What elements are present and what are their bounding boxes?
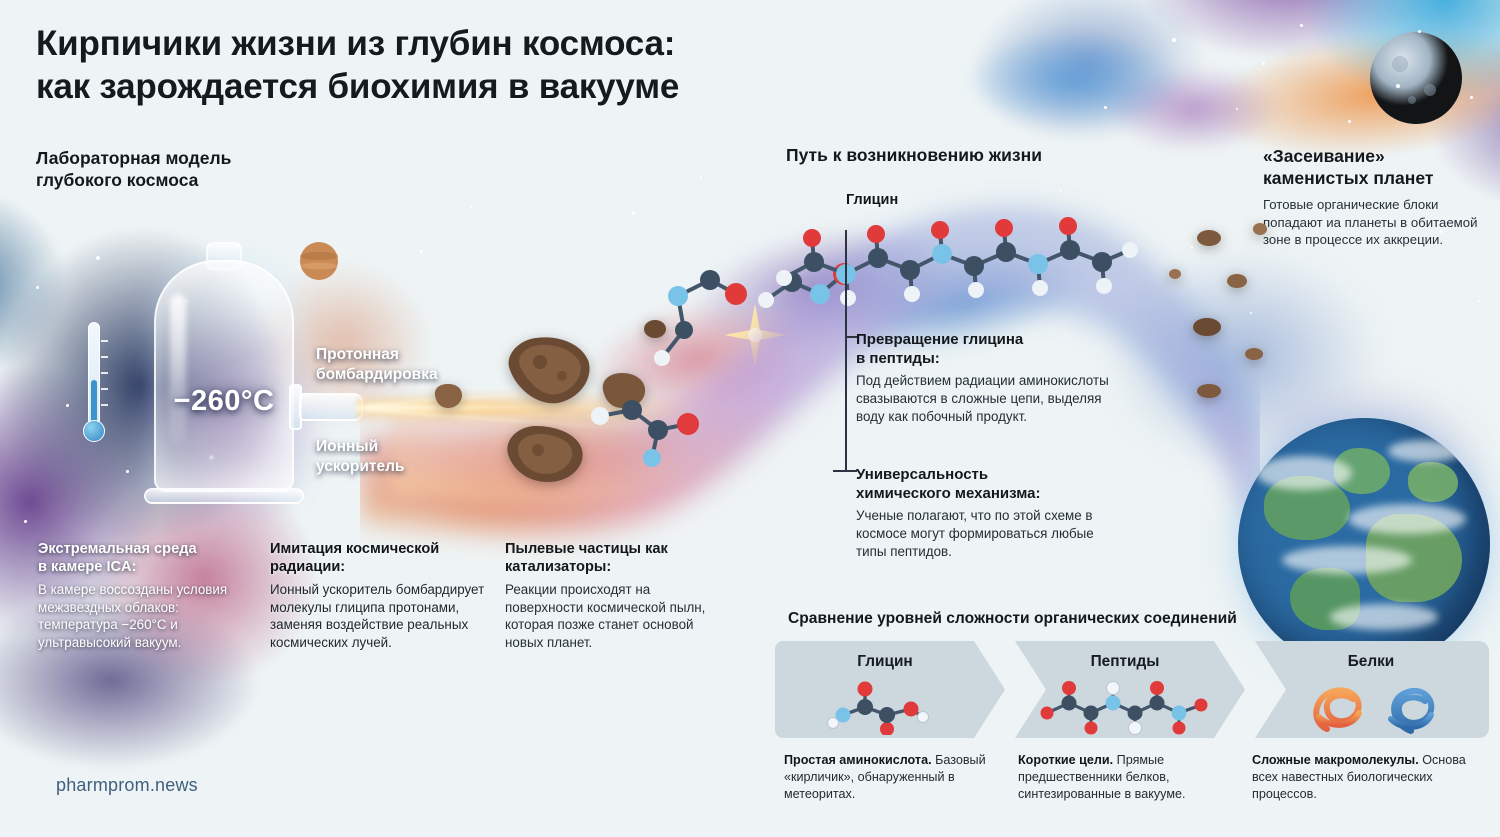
earth-planet-icon (1238, 418, 1490, 670)
glycine-molecule-icon (654, 270, 747, 366)
comparison-step-3[interactable] (1255, 641, 1489, 738)
comparison-step-3-label: Белки (1347, 653, 1395, 670)
info-1-heading-line-2: в камере ICA: (38, 559, 137, 576)
info-column-1-body: В камере воссозданы условия межзвездных … (38, 581, 228, 651)
peptide-chain-icon (1040, 681, 1208, 735)
proton-bombardment-label: Протонная бомбардировка (316, 345, 496, 384)
page-title-line-1: Кирпичики жизни из глубин космоса: (36, 24, 676, 63)
callout-universal-mechanism: Универсальность химического механизма: У… (856, 465, 1124, 561)
info-column-ica-chamber: Экстремальная среда в камере ICA: В каме… (38, 540, 262, 652)
comparison-step-3-icon-slot (1271, 679, 1471, 734)
info-column-dust-catalysts: Пылевые частицы как катализаторы: Реакци… (505, 540, 730, 652)
callout-glycine-to-peptides: Превращение глицина в пептиды: Под дейст… (856, 330, 1124, 426)
callout-1-heading: Превращение глицина в пептиды: (856, 330, 1124, 368)
chamber-temperature-value: −260°C (173, 385, 275, 417)
leader-line-elbow-2 (833, 470, 857, 472)
comparison-caption-3-bold: Сложные макромолекулы. (1252, 753, 1419, 767)
info-column-3-body: Реакции происходят на поверхности космич… (505, 581, 706, 651)
proton-label-line-2: бомбардировка (316, 365, 438, 383)
info-2-heading-line-2: радиации: (270, 559, 346, 576)
lab-heading-line-1: Лабораторная модель (36, 148, 232, 168)
info-2-heading-line-1: Имитация космической (270, 541, 440, 557)
seeding-section-body: Готовые органические блоки попадают иа п… (1263, 197, 1478, 248)
lab-section-heading: Лабораторная модель глубокого космоса (36, 148, 316, 192)
vacuum-chamber-icon (144, 242, 304, 510)
site-watermark: pharmprom.news (56, 775, 198, 795)
callout-2-heading-line-2: химического механизма: (856, 485, 1041, 503)
path-section-heading: Путь к возникновению жизни (786, 145, 1042, 165)
glycine-molecule-icon (827, 681, 929, 735)
leader-line-vertical-2 (845, 336, 847, 472)
protein-fold-icon (1313, 687, 1435, 734)
comparison-step-1-icon-slot (785, 679, 985, 735)
comparison-step-1-label: Глицин (857, 653, 913, 670)
peptide-chain-icon (776, 217, 1138, 306)
comparison-step-2[interactable] (1015, 641, 1245, 738)
dust-particle-icon (1253, 223, 1267, 235)
glycine-callout-label: Глицин (846, 192, 899, 208)
callout-1-heading-line-2: в пептиды: (856, 350, 940, 368)
dust-particle-icon (1197, 230, 1221, 246)
info-column-3-heading: Пылевые частицы как катализаторы: (505, 540, 730, 577)
comparison-caption-1: Простая аминокислота. Базовый «кирличик»… (784, 752, 1008, 803)
comparison-caption-2: Короткие цели. Прямые предшественники бе… (1018, 752, 1242, 803)
proton-label-line-1: Протонная (316, 346, 399, 363)
seeding-section-heading: «Засеивание» каменистых планет (1263, 146, 1493, 190)
callout-1-body: Под действием радиации аминокислоты сваз… (856, 373, 1109, 424)
lab-heading-line-2: глубокого космоса (36, 169, 199, 190)
dust-particle-icon (434, 384, 462, 408)
moon-icon (1370, 32, 1462, 124)
comparison-step-2-label: Пептиды (1090, 653, 1160, 670)
comparison-chevron-strip: Глицин Пептиды Белки (775, 641, 1489, 738)
info-column-2-heading: Имитация космической радиации: (270, 540, 488, 577)
dust-particle-icon (1169, 269, 1181, 279)
leader-line-elbow-1 (845, 336, 857, 338)
callout-1-heading-line-1: Превращение глицина (856, 331, 1024, 348)
info-3-heading-line-2: катализаторы: (505, 559, 612, 576)
planet-icon (300, 242, 338, 280)
dust-particle-icon (1245, 348, 1263, 360)
sparkle-icon (724, 304, 786, 366)
comparison-caption-2-bold: Короткие цели. (1018, 753, 1114, 767)
comparison-caption-1-bold: Простая аминокислота. (784, 753, 932, 767)
dust-particle-icon (508, 337, 590, 404)
info-column-2-body: Ионный ускоритель бомбардирует молекулы … (270, 581, 485, 651)
comparison-step-2-icon-slot (1025, 679, 1225, 735)
ion-accelerator-label: Ионный ускоритель (316, 437, 466, 476)
comparison-caption-1-rest: Базовый «кирличик», обнаруженный в метео… (784, 753, 986, 802)
page-title-line-2: как зарождается биохимия в вакууме (36, 67, 680, 107)
ion-accelerator-nozzle-icon (289, 384, 365, 430)
info-1-heading-line-1: Экстремальная среда (38, 541, 197, 557)
dust-particle-icon (1193, 318, 1221, 336)
info-column-1-heading: Экстремальная среда в камере ICA: (38, 540, 262, 577)
comparison-caption-3-rest: Основа всех навестных биологических проц… (1252, 753, 1466, 802)
ion-label-line-1: Ионный (316, 438, 379, 455)
dust-particle-icon (1197, 384, 1221, 398)
page-title: Кирпичики жизни из глубин космоса: как з… (36, 22, 679, 109)
seeding-heading-line-1: «Засеивание» (1263, 146, 1385, 166)
info-column-radiation-simulation: Имитация космической радиации: Ионный ус… (270, 540, 488, 652)
dust-particle-icon (507, 426, 583, 482)
thermometer-icon (83, 322, 108, 452)
callout-2-body: Ученые полагают, что по этой схеме в кос… (856, 508, 1094, 559)
comparison-panel-title: Сравнение уровней сложности органических… (788, 610, 1237, 627)
dust-particle-icon (644, 320, 666, 338)
info-3-heading-line-1: Пылевые частицы как (505, 541, 668, 557)
dust-particle-icon (602, 373, 646, 408)
callout-2-heading-line-1: Универсальность (856, 466, 989, 483)
leader-line-vertical-1 (845, 230, 847, 338)
ion-label-line-2: ускоритель (316, 457, 405, 475)
seeding-heading-line-2: каменистых планет (1263, 167, 1434, 188)
dust-particle-icon (1227, 274, 1247, 288)
comparison-caption-3: Сложные макромолекулы. Основа всех навес… (1252, 752, 1484, 803)
comparison-caption-2-rest: Прямые предшественники белков, синтезиро… (1018, 753, 1186, 802)
callout-2-heading: Универсальность химического механизма: (856, 465, 1124, 503)
